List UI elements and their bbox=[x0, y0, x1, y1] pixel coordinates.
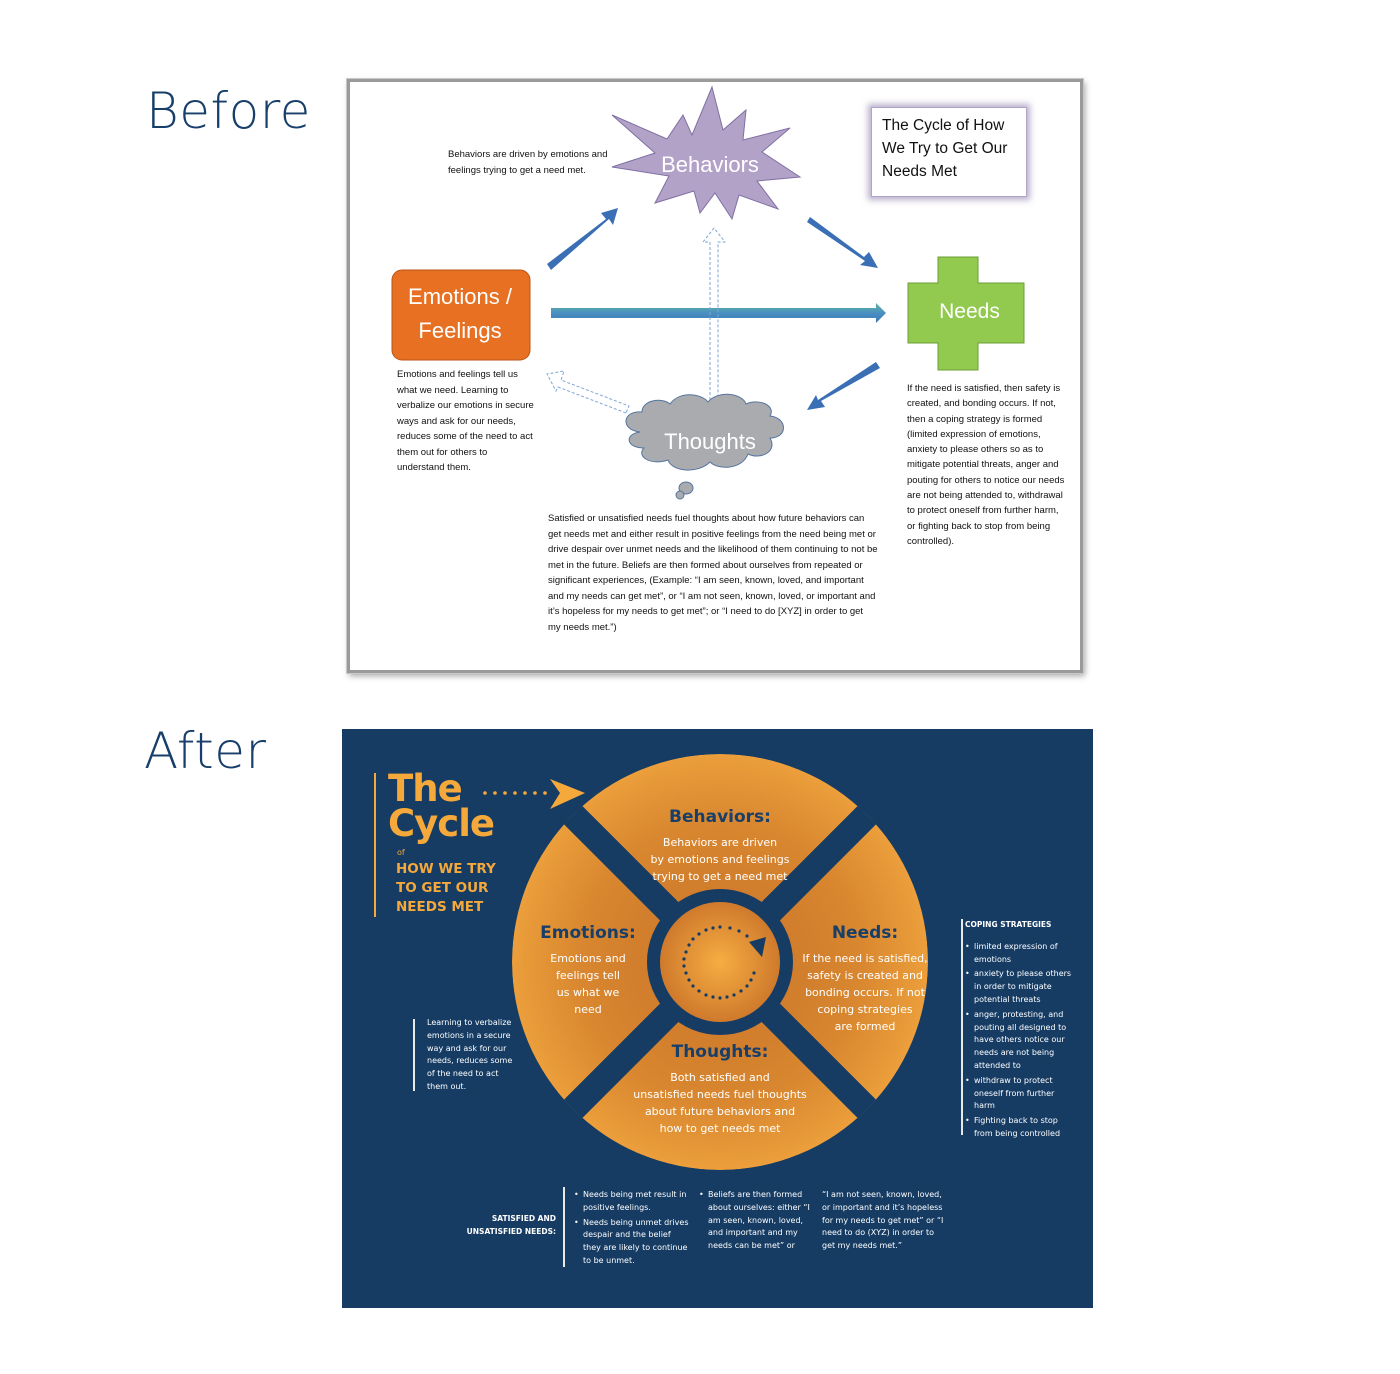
left-note: Learning to verbalize emotions in a secu… bbox=[427, 1018, 513, 1091]
coping-bar bbox=[961, 919, 963, 1135]
bottom-heading-line: SATISFIED AND bbox=[491, 1214, 556, 1223]
segment-text-line: bonding occurs. If not bbox=[805, 986, 925, 999]
after-poster: The Cycle of HOW WE TRY TO GET OUR NEEDS… bbox=[342, 729, 1093, 1308]
segment-text-line: feelings tell bbox=[556, 969, 620, 982]
poster-subtitle-line: HOW WE TRY bbox=[396, 861, 496, 877]
segment-behaviors-heading: Behaviors: bbox=[669, 807, 771, 827]
segment-emotions-heading: Emotions: bbox=[540, 923, 636, 943]
coping-strategies: COPING STRATEGIES limited expression of … bbox=[965, 919, 1075, 1141]
behaviors-label: Behaviors bbox=[661, 152, 759, 177]
segment-text-line: are formed bbox=[834, 1020, 896, 1033]
needs-note: If the need is satisfied, then safety is… bbox=[907, 383, 1065, 547]
emotions-label: Emotions / Feelings bbox=[408, 284, 512, 343]
segment-emotions-body: Emotions and feelings tell us what we ne… bbox=[538, 950, 638, 1018]
arrow-thoughts-to-emotions bbox=[546, 370, 630, 414]
emotions-note: Emotions and feelings tell us what we ne… bbox=[397, 369, 534, 473]
arrow-behaviors-to-needs bbox=[807, 217, 878, 268]
thoughts-cloud-shape bbox=[625, 393, 784, 471]
segment-text-line: safety is created and bbox=[807, 969, 923, 982]
segment-behaviors-body: Behaviors are driven by emotions and fee… bbox=[620, 834, 820, 885]
coping-item: limited expression of emotions bbox=[965, 941, 1075, 967]
segment-text-line: Both satisfied and bbox=[670, 1071, 770, 1084]
arrow-needs-to-thoughts bbox=[807, 362, 880, 410]
behaviors-star-shape bbox=[611, 85, 802, 221]
poster-subtitle-line: TO GET OUR bbox=[396, 880, 489, 896]
bottom-heading: SATISFIED AND UNSATISFIED NEEDS: bbox=[460, 1213, 556, 1239]
thoughts-note: Satisfied or unsatisfied needs fuel thou… bbox=[548, 513, 878, 633]
left-note-bar bbox=[413, 1019, 415, 1091]
center-disc bbox=[660, 902, 780, 1022]
title-dotted-arrow bbox=[483, 779, 585, 809]
behaviors-note: Behaviors are driven by emotions and fee… bbox=[448, 149, 608, 176]
bottom-item: Needs being unmet drives despair and the… bbox=[574, 1217, 689, 1268]
arrow-emotions-to-behaviors bbox=[547, 208, 618, 270]
coping-item: anxiety to please others in order to mit… bbox=[965, 968, 1075, 1006]
segment-text-line: Emotions and bbox=[550, 952, 626, 965]
arrow-thoughts-to-behaviors bbox=[701, 227, 727, 401]
coping-item: withdraw to protect oneself from further… bbox=[965, 1075, 1075, 1113]
before-shapes bbox=[391, 85, 1025, 500]
segment-text-line: about future behaviors and bbox=[644, 1105, 796, 1118]
bottom-col-3: “I am not seen, known, loved, or importa… bbox=[822, 1190, 944, 1251]
cycle-wheel bbox=[483, 754, 928, 1170]
before-diagram: Behaviors Emotions / Feelings Needs Thou… bbox=[347, 79, 1083, 673]
segment-thoughts-heading: Thoughts: bbox=[671, 1042, 769, 1062]
poster-title-cycle: Cycle bbox=[388, 802, 495, 845]
bottom-bar bbox=[563, 1187, 565, 1267]
segment-text-line: coping strategies bbox=[817, 1003, 913, 1016]
bottom-item: Needs being met result in positive feeli… bbox=[574, 1189, 689, 1215]
poster-subtitle-line: NEEDS MET bbox=[396, 899, 484, 915]
segment-needs-heading: Needs: bbox=[831, 923, 899, 943]
bottom-heading-line: UNSATISFIED NEEDS: bbox=[466, 1226, 556, 1236]
segment-thoughts-body: Both satisfied and unsatisfied needs fue… bbox=[610, 1069, 830, 1137]
thoughts-bubble-2 bbox=[675, 490, 685, 500]
bottom-col-2: Beliefs are then formed about ourselves:… bbox=[699, 1189, 819, 1253]
segment-text-line: by emotions and feelings bbox=[650, 853, 790, 866]
thoughts-label: Thoughts bbox=[664, 429, 756, 454]
coping-item: anger, protesting, and pouting all desig… bbox=[965, 1009, 1075, 1073]
poster-title-of: of bbox=[397, 848, 405, 857]
needs-label: Needs bbox=[939, 300, 1000, 323]
diagram-title-box: The Cycle of How We Try to Get Our Needs… bbox=[871, 107, 1027, 197]
coping-item: Fighting back to stop from being control… bbox=[965, 1115, 1075, 1141]
dotted-cycle-arrow bbox=[682, 925, 766, 1000]
arrow-emotions-to-needs bbox=[551, 303, 886, 323]
segment-text-line: Behaviors are driven bbox=[662, 836, 778, 849]
segment-text-line: us what we bbox=[556, 986, 620, 999]
before-heading: Before bbox=[146, 82, 311, 140]
bottom-col-1: Needs being met result in positive feeli… bbox=[574, 1189, 689, 1268]
thoughts-bubble-1 bbox=[678, 481, 694, 495]
segment-text-line: unsatisfied needs fuel thoughts bbox=[633, 1088, 807, 1101]
segment-text-line: If the need is satisfied, bbox=[802, 952, 928, 965]
after-heading: After bbox=[144, 722, 267, 780]
segment-needs-body: If the need is satisfied, safety is crea… bbox=[790, 950, 940, 1035]
bottom-item: Beliefs are then formed about ourselves:… bbox=[699, 1189, 819, 1253]
emotions-box-shape bbox=[391, 269, 531, 361]
segment-text-line: need bbox=[574, 1003, 602, 1016]
needs-cross-shape bbox=[907, 256, 1025, 371]
poster-title-the: The bbox=[388, 767, 463, 810]
segment-text-line: trying to get a need met bbox=[652, 870, 788, 883]
title-accent-bar bbox=[374, 773, 376, 917]
segment-text-line: how to get needs met bbox=[659, 1122, 781, 1135]
coping-heading: COPING STRATEGIES bbox=[965, 920, 1052, 929]
